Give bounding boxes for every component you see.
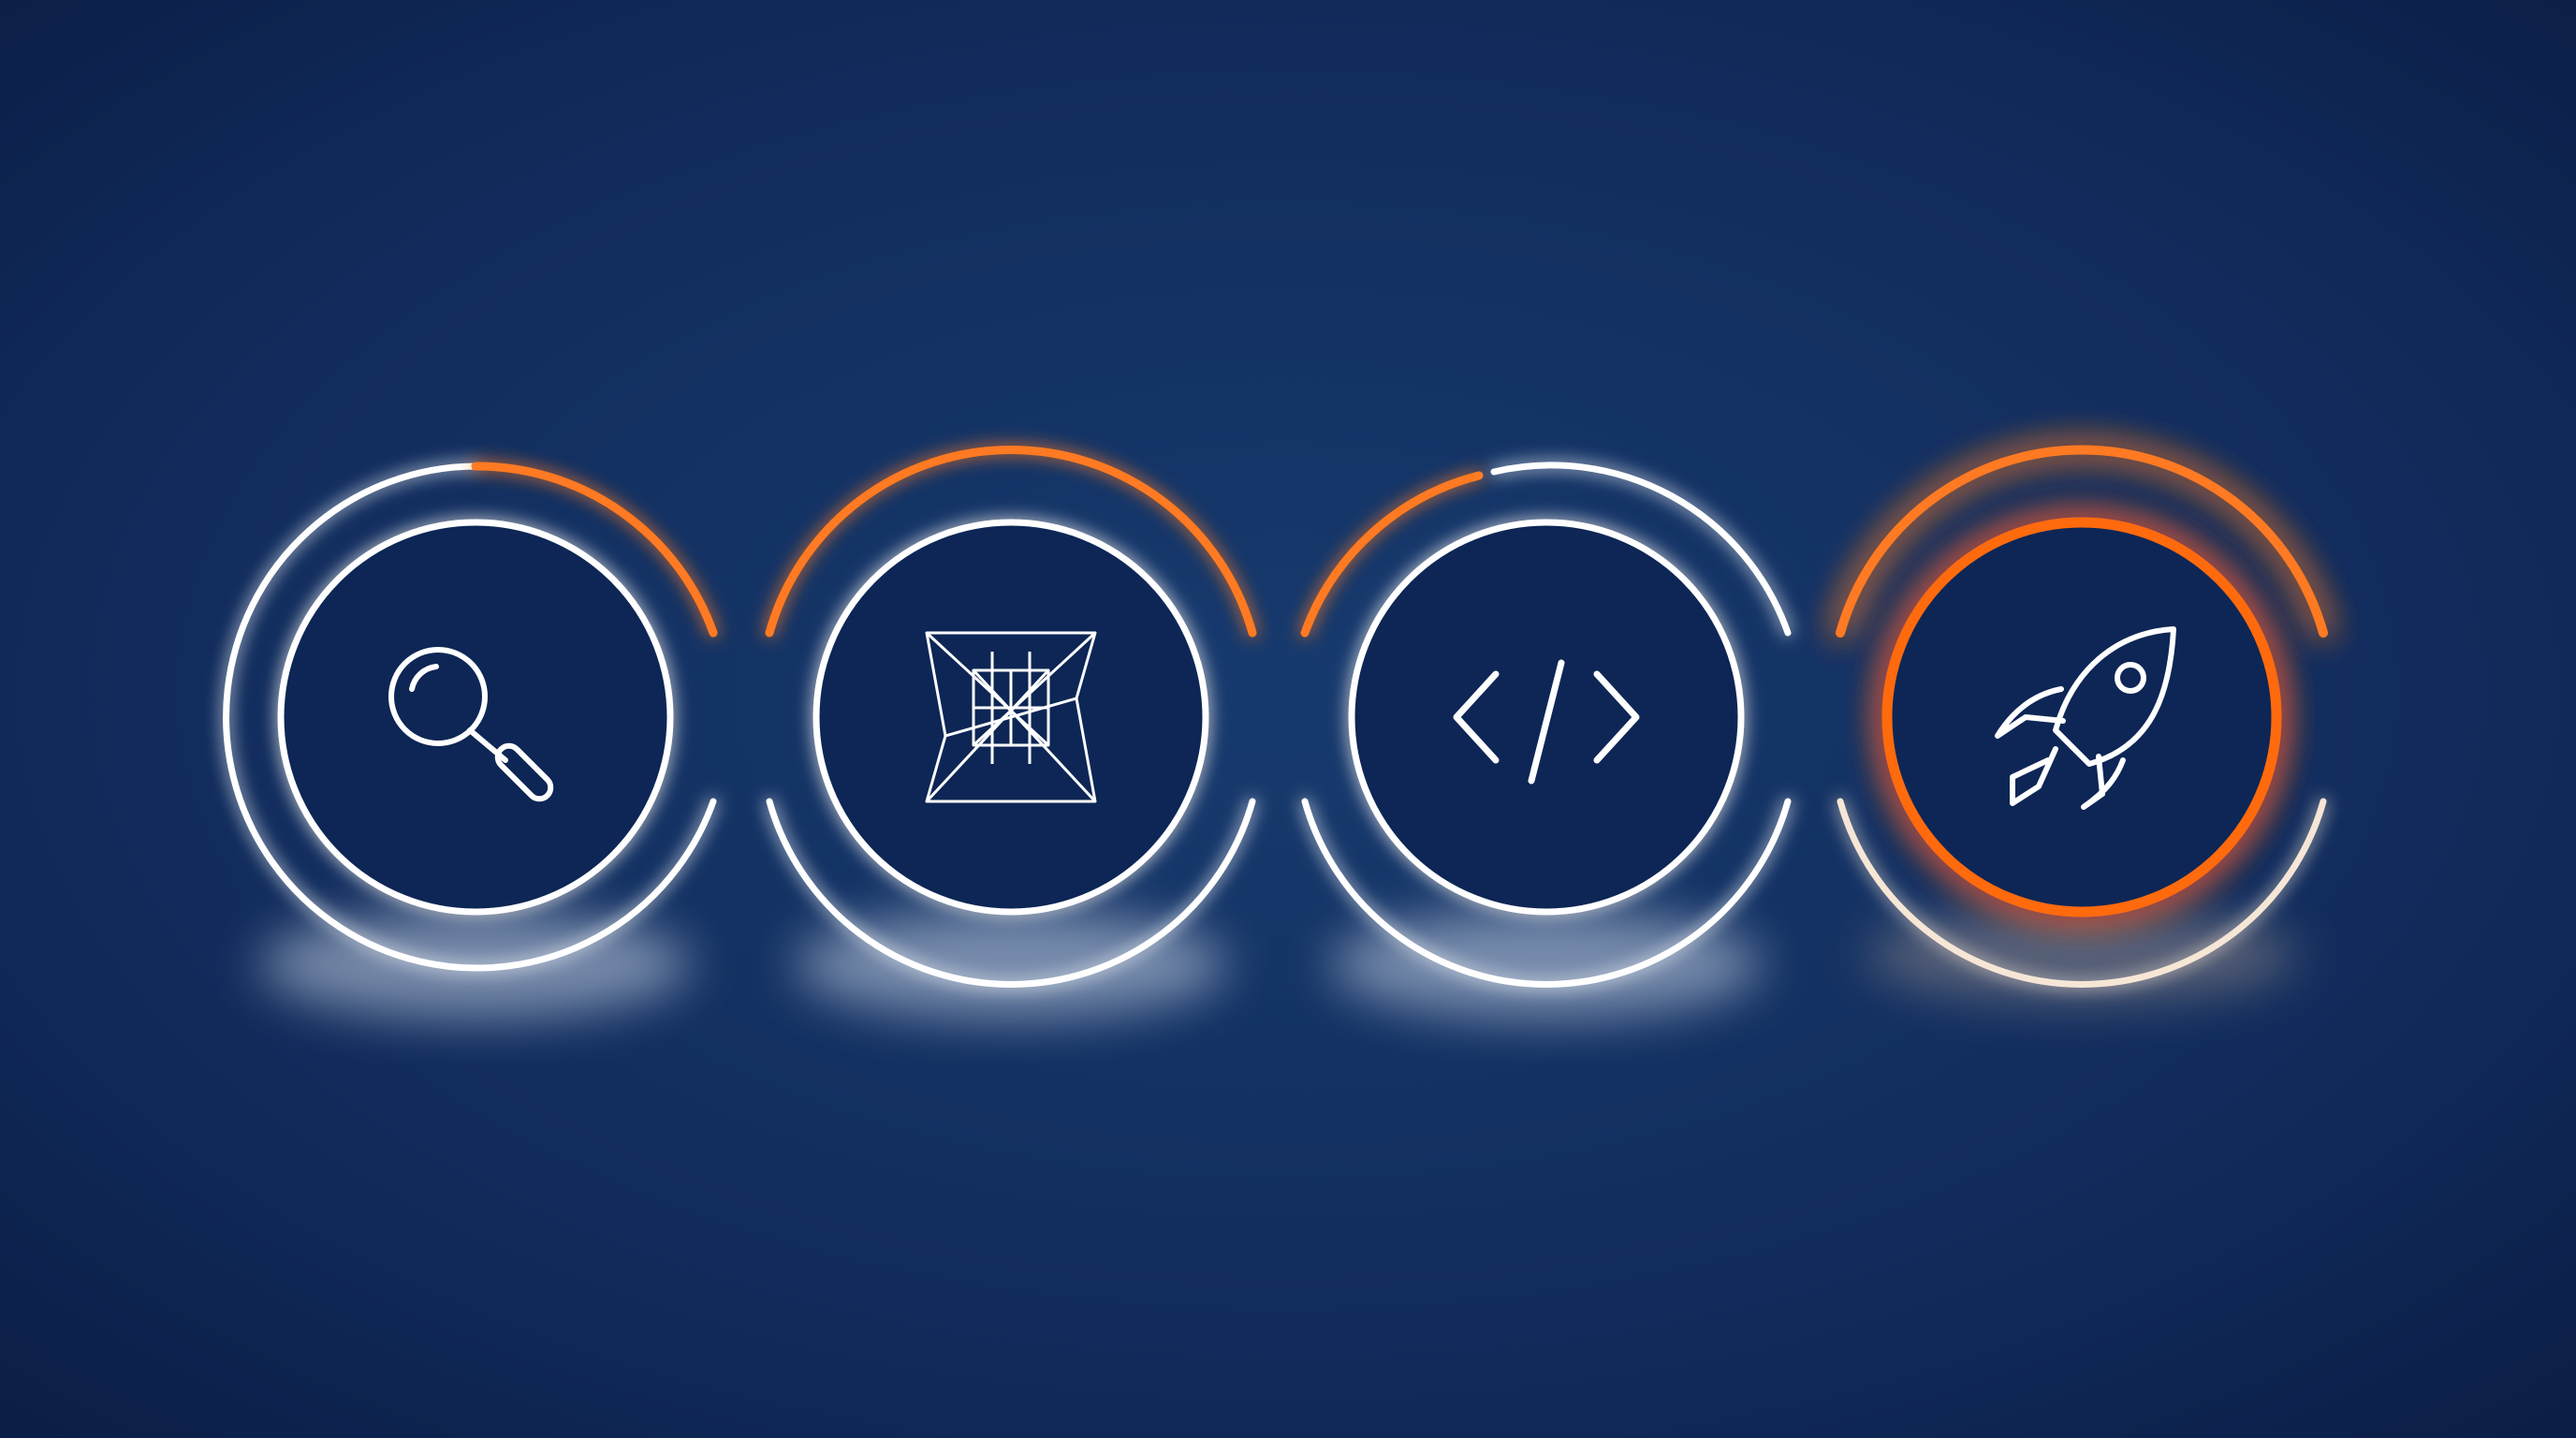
step-3-outer-white-arc	[1490, 462, 1792, 637]
step-1-outer-white-arc	[223, 462, 717, 972]
step-2-outer-top-arc	[765, 446, 1257, 638]
step-4-outer-top-arc	[1836, 445, 2328, 638]
step-launch	[1836, 445, 2328, 988]
reflection-4	[1866, 908, 2297, 1002]
step-1-progress-arc	[471, 462, 718, 638]
step-design	[765, 446, 1257, 988]
step-research	[223, 462, 718, 972]
step-3-outer-orange-arc	[1300, 471, 1484, 638]
rocket-icon	[1995, 626, 2176, 810]
step-4-outer-bottom-arc	[1837, 798, 2327, 988]
wireframe-geometry-icon	[925, 631, 1097, 803]
step-4-node	[1881, 517, 2282, 917]
reflection-3	[1331, 910, 1762, 1019]
reflection-1	[260, 910, 691, 1019]
code-brackets-icon	[1453, 659, 1640, 785]
step-2-outer-bottom-arc	[766, 798, 1256, 988]
reflection-2	[796, 910, 1226, 1019]
step-3-outer-bottom-arc	[1301, 798, 1792, 988]
step-develop	[1300, 462, 1792, 988]
reflections	[260, 908, 2297, 1019]
step-1-node	[277, 519, 674, 916]
magnifying-glass-icon	[388, 647, 554, 802]
